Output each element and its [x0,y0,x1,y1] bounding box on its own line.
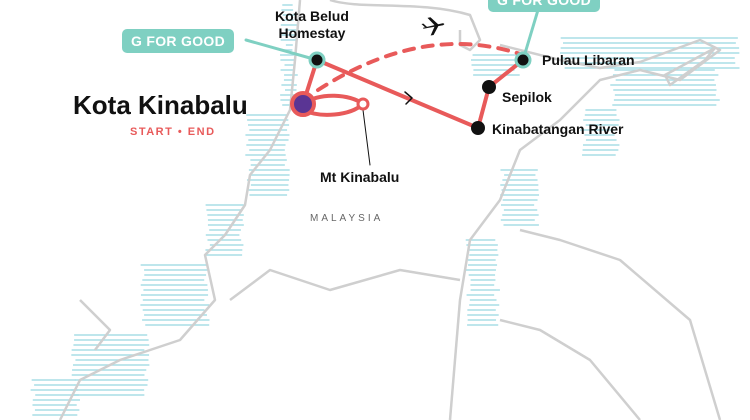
country-label: MALAYSIA [310,210,383,227]
start-end-subtitle: START • END [130,124,216,141]
g-for-good-badge: G FOR GOOD [122,29,234,53]
pulau-libaran-label: Pulau Libaran [542,52,635,69]
start-end-title: Kota Kinabalu [73,90,248,120]
sepilok-label: Sepilok [502,89,552,106]
marker-sepilok[interactable] [482,80,496,94]
marker-kota-kinabalu[interactable] [292,93,314,115]
mt-kinabalu-label: Mt Kinabalu [320,169,399,186]
leader-line [363,110,370,165]
badge-connector [246,40,317,60]
marker-pulau-libaran[interactable] [516,53,530,67]
marker-kota-belud[interactable] [310,53,324,67]
label-line: Kota Belud [275,8,349,25]
kinabatangan-label: Kinabatangan River [492,121,623,138]
g-for-good-badge: G FOR GOOD [488,0,600,12]
airplane-icon [421,15,446,37]
kota-belud-label: Kota Belud Homestay [275,8,349,42]
marker-mt-kinabalu[interactable] [358,99,368,109]
marker-kinabatangan[interactable] [471,121,485,135]
label-line: Homestay [275,25,349,42]
